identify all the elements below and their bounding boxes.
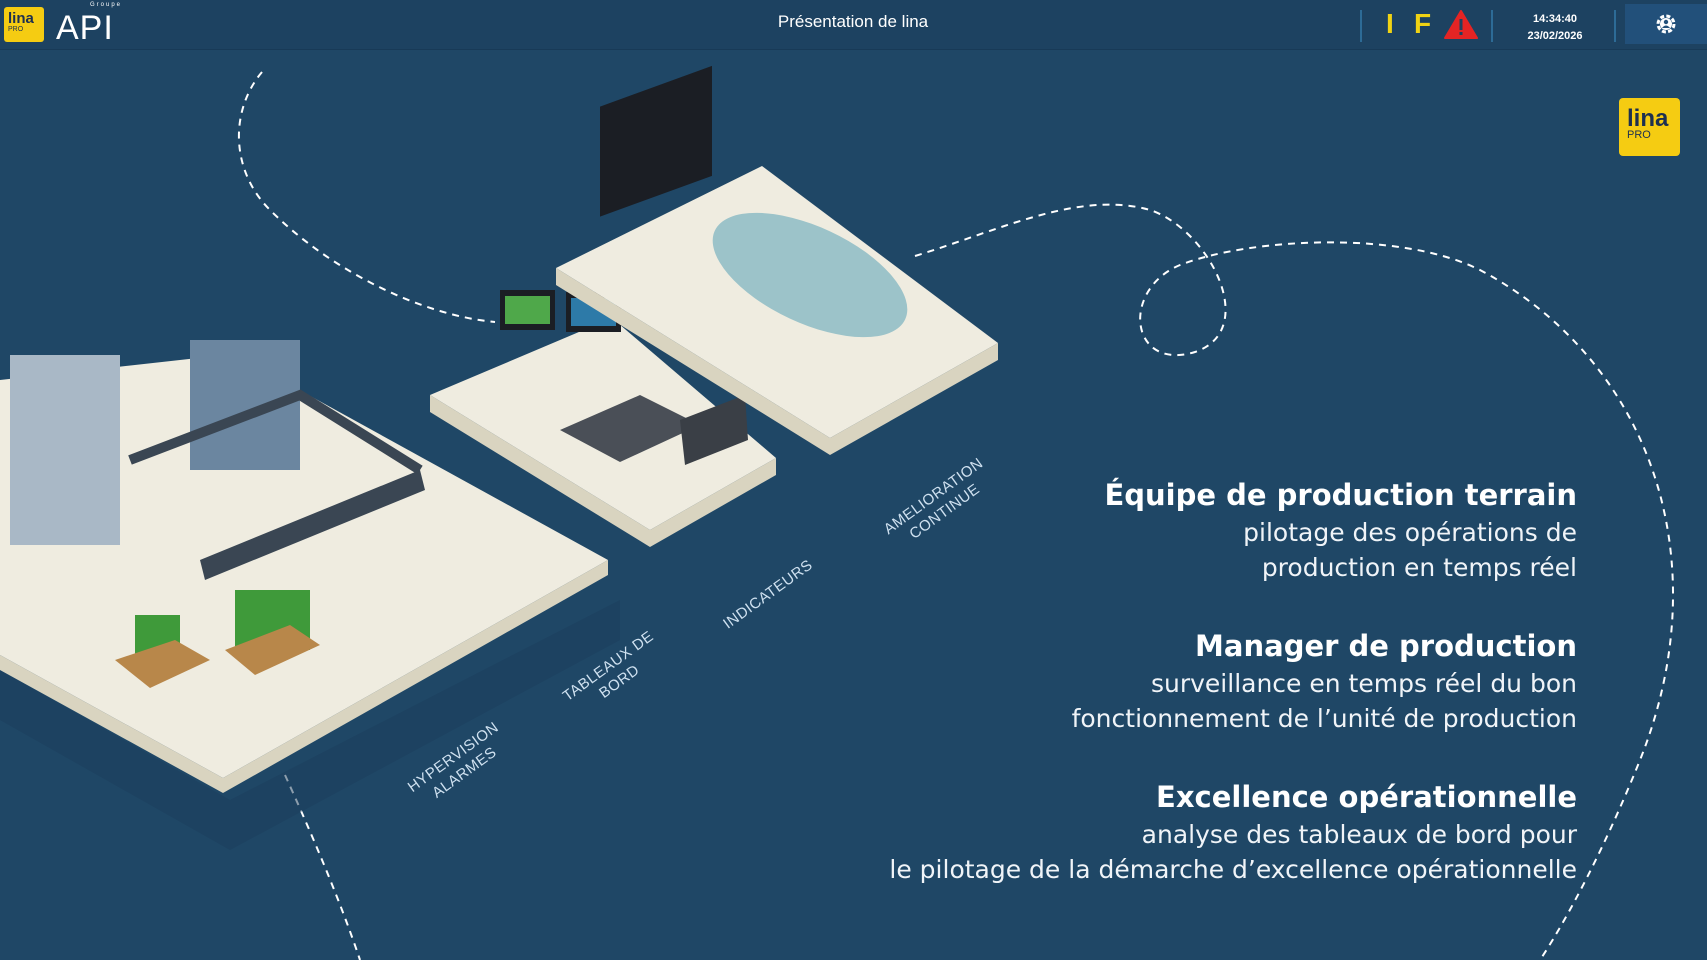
role-block-excellence: Excellence opérationnelle analyse des tab… xyxy=(889,779,1577,887)
role-desc: production en temps réel xyxy=(1261,553,1577,582)
role-block-manager: Manager de production surveillance en tem… xyxy=(1072,628,1577,736)
brand-name: API xyxy=(56,9,114,47)
logo-sub: PRO xyxy=(1627,129,1651,141)
clock: 14:34:40 23/02/2026 xyxy=(1515,11,1595,45)
role-desc: analyse des tableaux de bord pour xyxy=(1141,820,1577,849)
brand-group: Groupe xyxy=(90,2,123,8)
logo-text: lina xyxy=(1627,105,1669,132)
meeting-room-platform xyxy=(556,65,998,455)
role-desc: pilotage des opérations de xyxy=(1243,518,1577,547)
time: 14:34:40 xyxy=(1532,13,1578,25)
page-title: Présentation de lina xyxy=(777,12,929,31)
role-title: Excellence opérationnelle xyxy=(1156,780,1577,814)
production-floor-platform xyxy=(0,340,608,793)
role-block-terrain: Équipe de production terrain pilotage des… xyxy=(1104,477,1577,585)
role-desc: le pilotage de la démarche d’excellence … xyxy=(889,855,1577,884)
user-settings-button[interactable] xyxy=(1625,4,1707,44)
alarm-warning-icon[interactable] xyxy=(1444,10,1478,40)
platform-shadow xyxy=(0,600,620,850)
role-title: Équipe de production terrain xyxy=(1104,478,1577,512)
indicator-i[interactable]: I xyxy=(1386,8,1394,39)
indicator-f[interactable]: F xyxy=(1414,8,1432,39)
role-desc: fonctionnement de l’unité de production xyxy=(1071,704,1577,733)
divider xyxy=(1614,10,1616,42)
role-desc: surveillance en temps réel du bon xyxy=(1150,669,1577,698)
logo-sub: PRO xyxy=(8,26,24,33)
divider xyxy=(1360,10,1362,42)
logo-text: lina xyxy=(8,10,34,27)
divider xyxy=(1491,10,1493,42)
date: 23/02/2026 xyxy=(1527,30,1583,42)
role-title: Manager de production xyxy=(1195,629,1577,663)
dashed-flow-path xyxy=(237,71,1675,960)
control-room-platform xyxy=(430,290,776,547)
user-gear-icon xyxy=(1656,14,1676,34)
